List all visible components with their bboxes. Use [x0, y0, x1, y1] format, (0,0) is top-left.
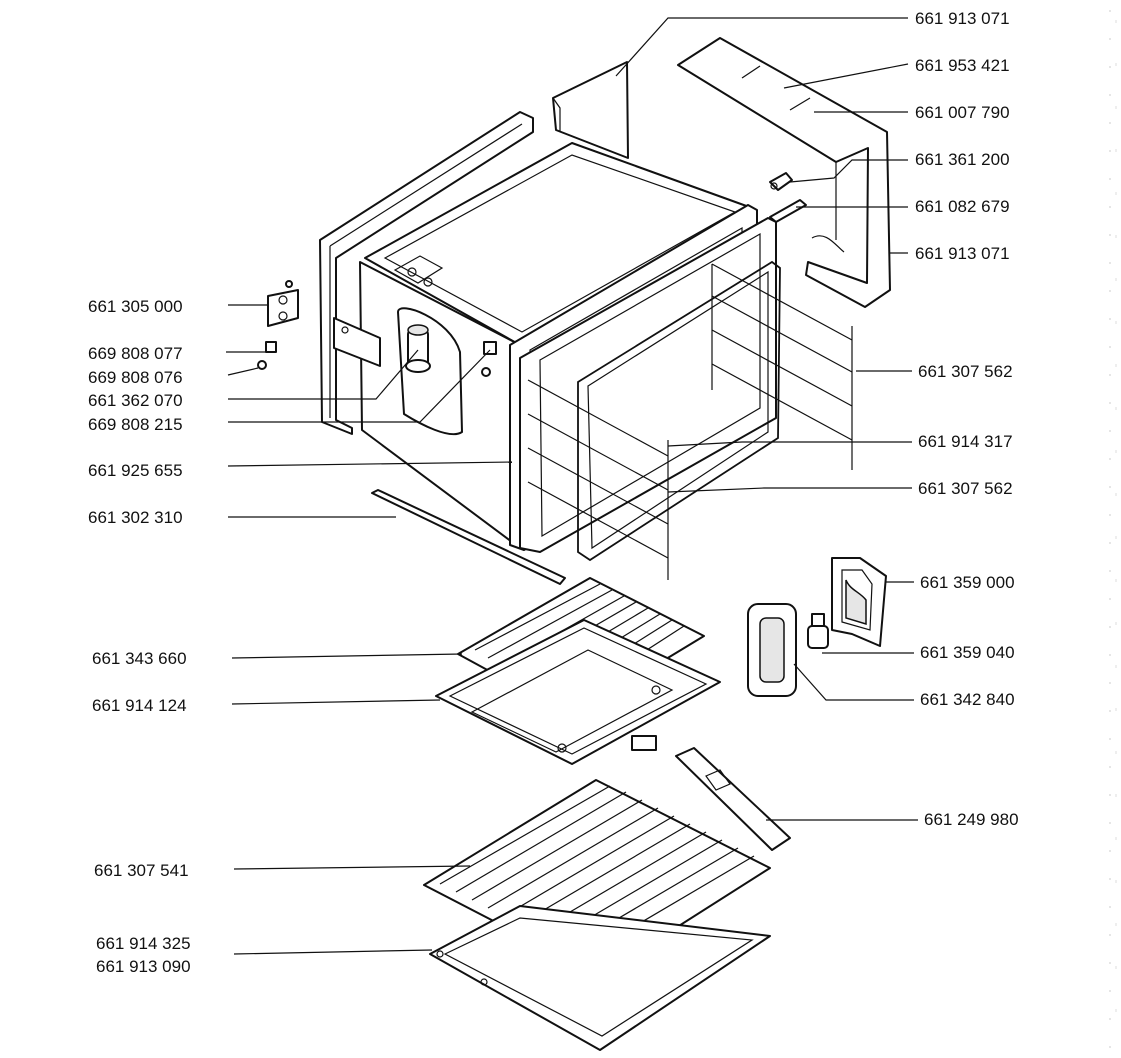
part-number-labels: 661 913 071 661 953 421 661 007 790 661 …	[88, 9, 1019, 976]
part-label: 661 913 071	[915, 244, 1010, 263]
part-label: 669 808 076	[88, 368, 183, 387]
lamp-glass-cover	[747, 603, 797, 697]
part-label: 661 305 000	[88, 297, 183, 316]
shelf-runners-rear	[711, 263, 853, 470]
part-label: 661 913 071	[915, 9, 1010, 28]
part-label: 661 359 000	[920, 573, 1015, 592]
part-label: 669 808 077	[88, 344, 183, 363]
oven-lamp	[807, 613, 829, 649]
part-label: 661 362 070	[88, 391, 183, 410]
fan-heater-housing	[397, 307, 463, 436]
screws	[257, 280, 497, 377]
part-label: 661 925 655	[88, 461, 183, 480]
baking-tray-upper	[435, 619, 721, 765]
inner-door-panel	[577, 260, 781, 562]
part-label: 661 914 124	[92, 696, 187, 715]
part-label: 661 249 980	[924, 810, 1019, 829]
part-label: 661 359 040	[920, 643, 1015, 662]
part-label: 661 302 310	[88, 508, 183, 527]
rear-insulation-panel	[552, 61, 629, 159]
oven-light-switch	[769, 172, 793, 191]
baking-tray-lower	[429, 905, 771, 1051]
part-label: 661 343 660	[92, 649, 187, 668]
part-label: 669 808 215	[88, 415, 183, 434]
front-trim-strip	[371, 489, 566, 585]
scan-margin-marks	[1109, 10, 1117, 1050]
part-label: 661 914 317	[918, 432, 1013, 451]
part-label: 661 007 790	[915, 103, 1010, 122]
leader-lines	[226, 17, 918, 955]
hinge-bracket	[267, 289, 299, 327]
part-label: 661 953 421	[915, 56, 1010, 75]
top-insulation-wrap	[677, 37, 891, 308]
part-label: 661 342 840	[920, 690, 1015, 709]
part-label: 661 914 325	[96, 934, 191, 953]
thermostat-sensor	[769, 199, 807, 223]
part-label: 661 361 200	[915, 150, 1010, 169]
part-label: 661 307 562	[918, 362, 1013, 381]
part-label: 661 307 562	[918, 479, 1013, 498]
part-label: 661 307 541	[94, 861, 189, 880]
hinge-arm	[675, 747, 791, 851]
lamp-cover-holder	[831, 557, 887, 647]
shelf-runners-front	[527, 379, 669, 580]
part-label: 661 082 679	[915, 197, 1010, 216]
part-label: 661 913 090	[96, 957, 191, 976]
